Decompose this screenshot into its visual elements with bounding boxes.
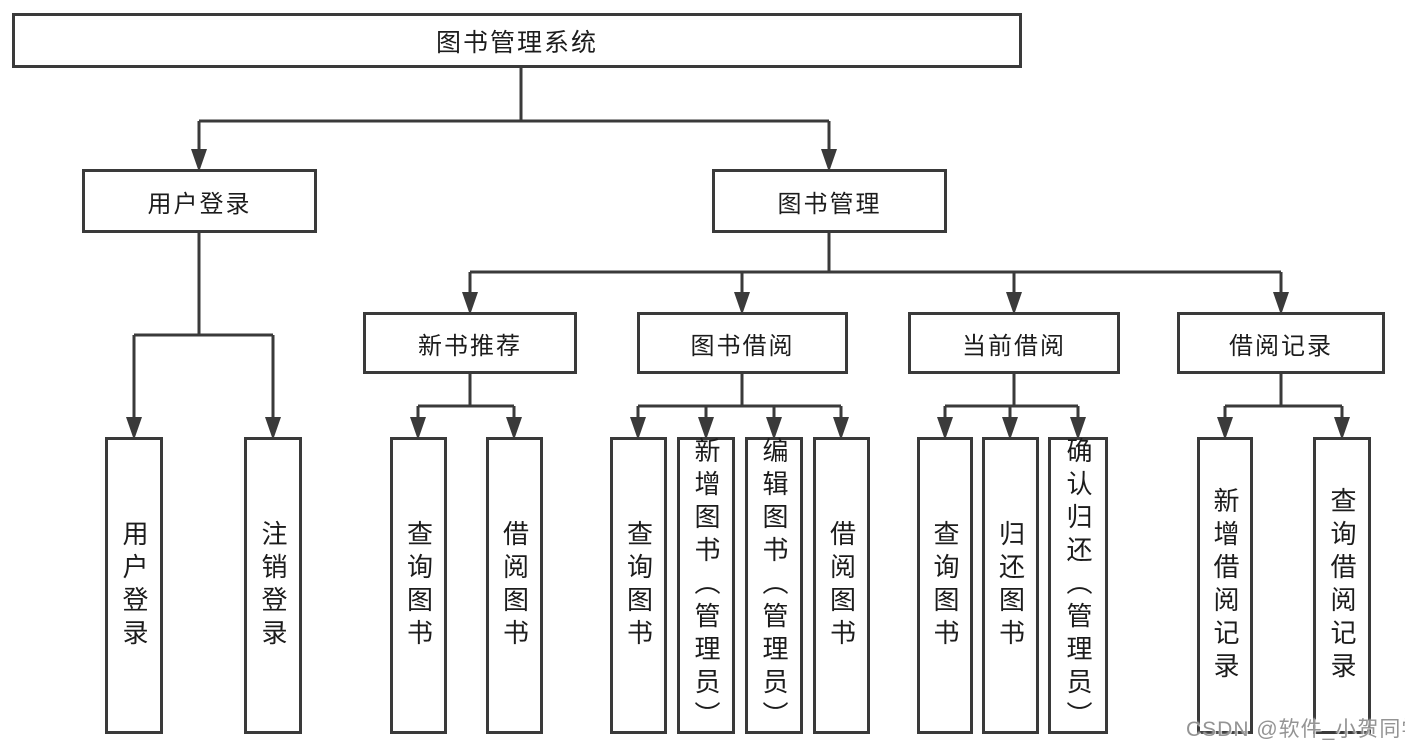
leaf-borrow-books-recommend-label: 借阅图书 — [499, 519, 530, 652]
leaf-query-books-recommend-label: 查询图书 — [403, 519, 434, 652]
leaf-add-book-admin-label: 新增图书（管理员） — [691, 437, 721, 734]
leaf-return-books: 归还图书 — [982, 437, 1039, 734]
leaf-query-books-borrowing-label: 查询图书 — [623, 519, 654, 652]
leaf-user-login: 用户登录 — [105, 437, 163, 734]
node-book-management: 图书管理 — [712, 169, 947, 233]
node-library-system: 图书管理系统 — [12, 13, 1022, 68]
node-current-borrowing-label: 当前借阅 — [962, 332, 1066, 360]
connector-paths — [132, 68, 1344, 436]
node-user-login-label: 用户登录 — [147, 190, 252, 218]
node-new-book-recommend-label: 新书推荐 — [418, 332, 522, 360]
node-user-login: 用户登录 — [82, 169, 317, 233]
leaf-query-books-recommend: 查询图书 — [390, 437, 447, 734]
connector-borrowrecord-to-leaves — [1223, 374, 1344, 436]
connector-root-to-level2 — [197, 68, 831, 168]
leaf-add-borrow-record-label: 新增借阅记录 — [1210, 486, 1240, 685]
leaf-borrow-books-borrowing: 借阅图书 — [813, 437, 870, 734]
leaf-borrow-books-borrowing-label: 借阅图书 — [826, 519, 857, 652]
node-book-borrowing: 图书借阅 — [637, 312, 848, 374]
node-book-management-label: 图书管理 — [777, 190, 882, 218]
connector-bookmgmt-to-sections — [468, 233, 1283, 311]
watermark: CSDN @软件_小贺同学 — [1186, 718, 1405, 741]
node-borrowing-records-label: 借阅记录 — [1229, 332, 1333, 360]
connector-currentborrow-to-leaves — [943, 374, 1080, 436]
leaf-logout-label: 注销登录 — [258, 519, 288, 652]
leaf-edit-book-admin: 编辑图书（管理员） — [745, 437, 803, 734]
node-book-borrowing-label: 图书借阅 — [690, 332, 795, 360]
connector-newbookrec-to-leaves — [416, 374, 516, 436]
leaf-query-borrow-record-label: 查询借阅记录 — [1327, 486, 1357, 685]
leaf-user-login-label: 用户登录 — [119, 519, 149, 652]
node-current-borrowing: 当前借阅 — [908, 312, 1120, 374]
connector-userlogin-to-leaves — [132, 233, 275, 436]
leaf-logout: 注销登录 — [244, 437, 302, 734]
node-library-system-label: 图书管理系统 — [435, 28, 598, 57]
leaf-add-book-admin: 新增图书（管理员） — [677, 437, 735, 734]
leaf-return-books-label: 归还图书 — [995, 519, 1026, 652]
leaf-query-books-current-label: 查询图书 — [930, 519, 960, 652]
leaf-borrow-books-recommend: 借阅图书 — [486, 437, 543, 734]
leaf-query-books-current: 查询图书 — [917, 437, 973, 734]
node-new-book-recommend: 新书推荐 — [363, 312, 577, 374]
connector-bookborrow-to-leaves — [636, 374, 843, 436]
leaf-edit-book-admin-label: 编辑图书（管理员） — [759, 437, 789, 734]
leaf-query-borrow-record: 查询借阅记录 — [1313, 437, 1371, 734]
leaf-confirm-return-admin: 确认归还（管理员） — [1048, 437, 1108, 734]
leaf-add-borrow-record: 新增借阅记录 — [1197, 437, 1253, 734]
leaf-confirm-return-admin-label: 确认归还（管理员） — [1063, 437, 1093, 734]
leaf-query-books-borrowing: 查询图书 — [610, 437, 667, 734]
node-borrowing-records: 借阅记录 — [1177, 312, 1385, 374]
